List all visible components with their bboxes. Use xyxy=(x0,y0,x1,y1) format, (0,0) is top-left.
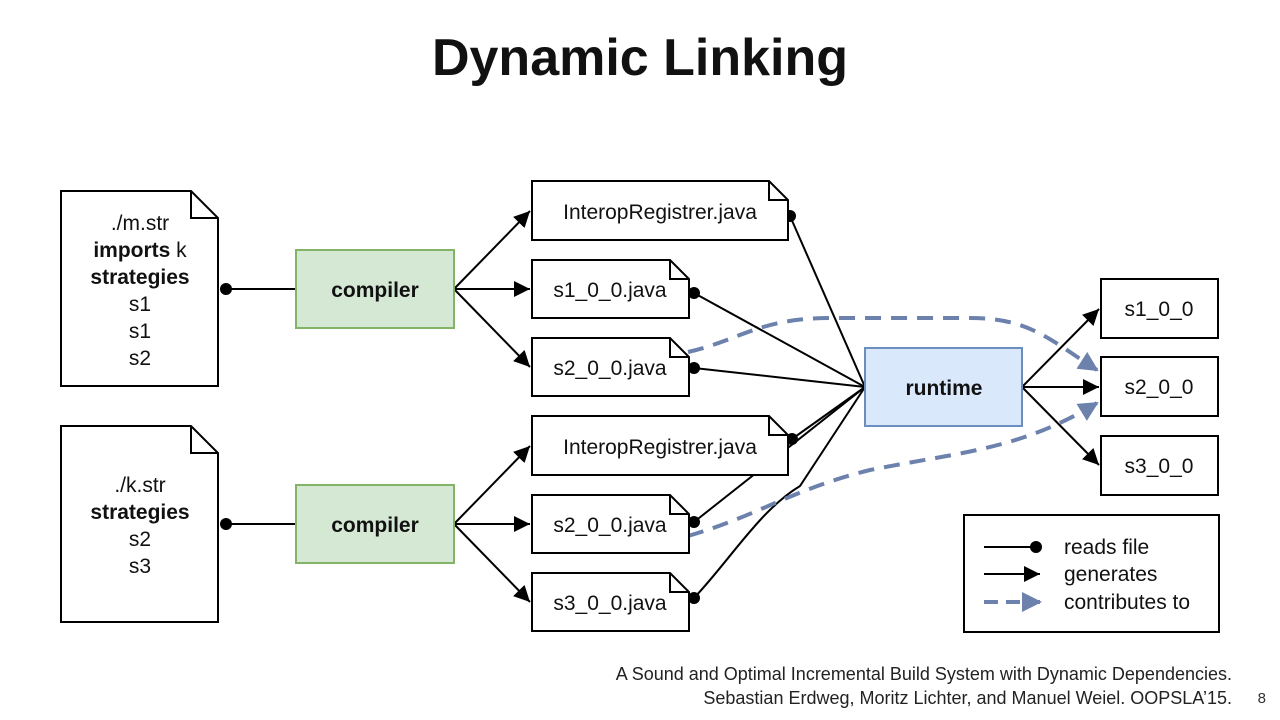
compiler-label: compiler xyxy=(331,514,419,537)
contributes-edge-top xyxy=(687,316,1099,372)
generated-file-top-interop: InteropRegistrer.java xyxy=(531,180,789,241)
generates-edge xyxy=(453,523,531,603)
legend: reads file generates contributes to xyxy=(963,514,1220,633)
generates-edge xyxy=(453,210,531,290)
compiler-node-top: compiler xyxy=(295,249,455,329)
generated-file-label: s2_0_0.java xyxy=(553,357,667,380)
generated-file-top-s2: s2_0_0.java xyxy=(531,337,690,397)
generated-file-top-s1: s1_0_0.java xyxy=(531,259,690,319)
generated-file-bottom-s2: s2_0_0.java xyxy=(531,494,690,554)
output-node-s1: s1_0_0 xyxy=(1100,278,1219,339)
source-m-filename: ./m.str xyxy=(111,212,169,235)
generates-edge xyxy=(453,445,531,525)
source-m-item: s1 xyxy=(129,320,151,343)
legend-contributes-label: contributes to xyxy=(1064,591,1190,614)
generated-file-bottom-s3: s3_0_0.java xyxy=(531,572,690,632)
legend-reads-label: reads file xyxy=(1064,536,1149,559)
source-m-item: s2 xyxy=(129,347,151,370)
runtime-generates-edge xyxy=(1021,308,1100,388)
page-number: 8 xyxy=(1257,690,1266,707)
runtime-reads-edge xyxy=(688,287,866,388)
source-m-item: s1 xyxy=(129,293,151,316)
slide-title: Dynamic Linking xyxy=(431,29,849,87)
source-k-item: s3 xyxy=(129,555,151,578)
legend-generates-label: generates xyxy=(1064,563,1157,586)
compiler-label: compiler xyxy=(331,279,419,302)
contributes-edge-bottom xyxy=(687,401,1099,538)
output-node-s3: s3_0_0 xyxy=(1100,435,1219,496)
generated-file-bottom-interop: InteropRegistrer.java xyxy=(531,415,789,476)
output-label: s1_0_0 xyxy=(1125,298,1194,321)
generated-file-label: s1_0_0.java xyxy=(553,279,667,302)
source-file-m: ./m.str imports k strategies s1 s1 s2 xyxy=(60,190,219,387)
generated-file-label: InteropRegistrer.java xyxy=(563,201,757,224)
citation-line-2: Sebastian Erdweg, Moritz Lichter, and Ma… xyxy=(703,688,1232,708)
source-m-strategies-keyword: strategies xyxy=(90,266,189,289)
runtime-reads-edge xyxy=(688,386,866,604)
generated-file-label: s2_0_0.java xyxy=(553,514,667,537)
runtime-generates-edge xyxy=(1021,386,1100,466)
source-k-filename: ./k.str xyxy=(114,474,165,497)
citation-line-1: A Sound and Optimal Incremental Build Sy… xyxy=(615,664,1232,684)
runtime-reads-edge xyxy=(688,362,866,388)
source-m-imports-line: imports k xyxy=(93,239,187,262)
output-label: s2_0_0 xyxy=(1125,376,1194,399)
runtime-reads-edge xyxy=(784,210,866,388)
output-label: s3_0_0 xyxy=(1125,455,1194,478)
compiler-node-bottom: compiler xyxy=(295,484,455,564)
runtime-label: runtime xyxy=(905,377,982,400)
generates-edge xyxy=(453,288,531,368)
source-k-item: s2 xyxy=(129,528,151,551)
source-file-k: ./k.str strategies s2 s3 xyxy=(60,425,219,623)
generated-file-label: InteropRegistrer.java xyxy=(563,436,757,459)
runtime-node: runtime xyxy=(864,347,1023,427)
source-k-strategies-keyword: strategies xyxy=(90,501,189,524)
generated-file-label: s3_0_0.java xyxy=(553,592,667,615)
output-node-s2: s2_0_0 xyxy=(1100,356,1219,417)
